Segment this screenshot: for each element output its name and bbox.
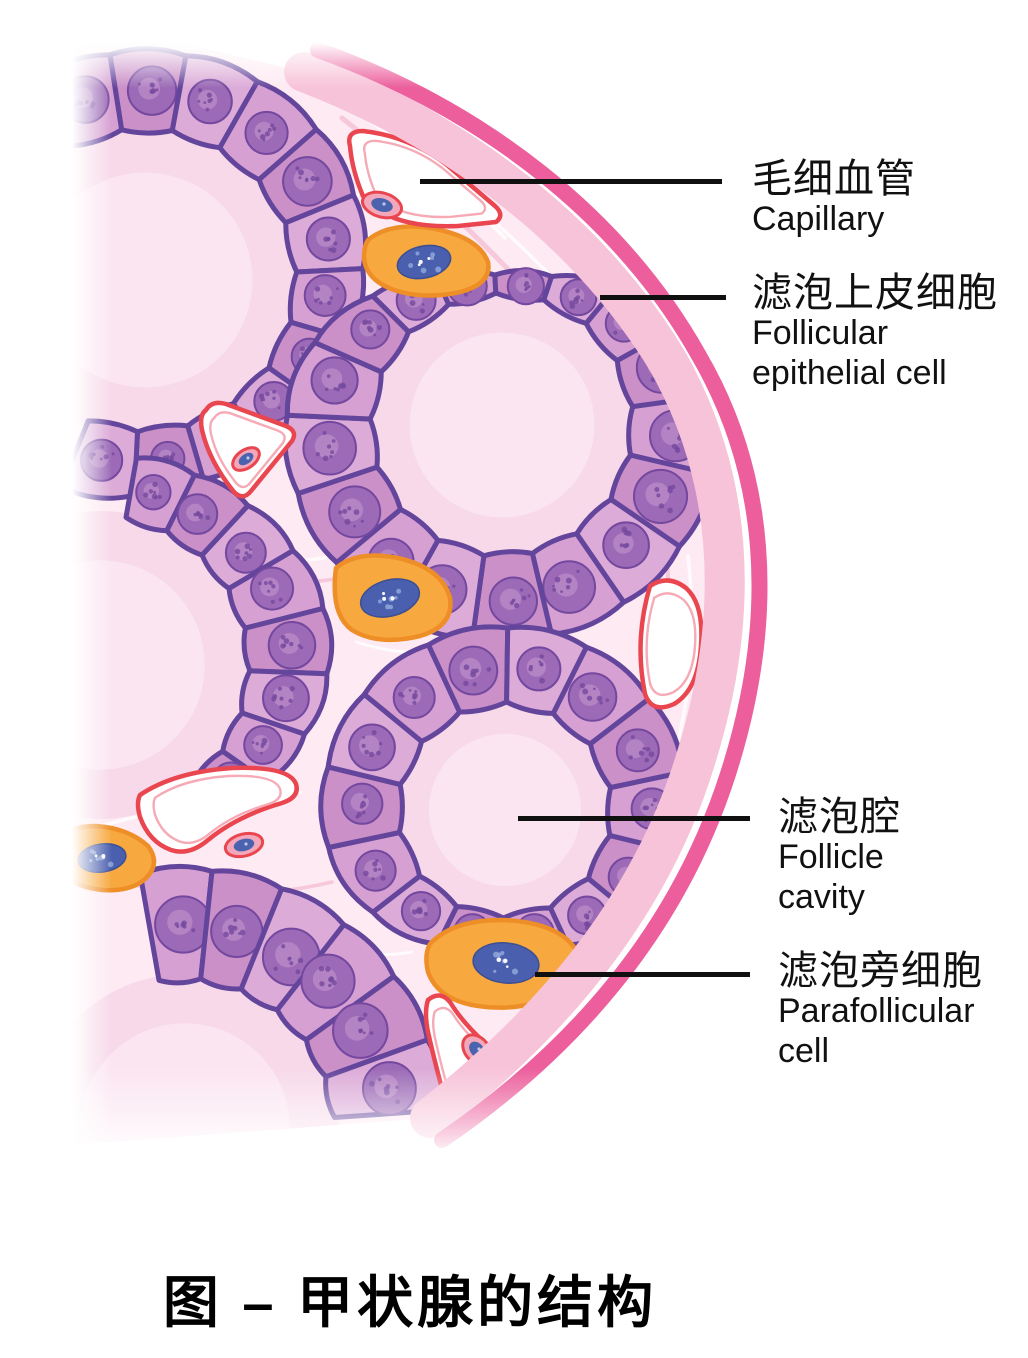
- parafollicular-cell-2: [332, 553, 453, 643]
- fade-top: [0, 42, 1028, 88]
- label-line-parafollicular: [535, 972, 750, 977]
- capillary-3: [638, 578, 704, 710]
- parafollicular-cell-1: [361, 224, 491, 298]
- label-cavity-en-line2: cavity: [778, 877, 865, 916]
- fade-top-solid: [0, 0, 1028, 42]
- label-line-capillary: [420, 179, 722, 184]
- capsule-outer-edge: [310, 42, 768, 1148]
- fade-left-solid: [0, 0, 72, 1200]
- label-capillary-zh: 毛细血管: [752, 157, 916, 201]
- capillary-2: [198, 400, 297, 499]
- label-follicular-epithelial-cell: 滤泡上皮细胞 Follicular epithelial cell: [752, 272, 998, 394]
- label-parafollicular-cell: 滤泡旁细胞 Parafollicular cell: [778, 950, 983, 1072]
- fade-bottom-solid: [0, 1158, 1028, 1200]
- tissue-section: [0, 34, 725, 1150]
- thyroid-illustration: [0, 0, 1028, 1200]
- fade-bottom: [0, 1068, 1028, 1160]
- label-capillary-en: Capillary: [752, 200, 916, 240]
- label-follicular-en-line1: Follicular: [752, 314, 889, 352]
- label-cavity-zh: 滤泡腔: [778, 795, 901, 839]
- label-capillary: 毛细血管 Capillary: [752, 158, 916, 240]
- capsule-inner-band: [284, 52, 745, 1138]
- parafollicular-nucleus: [472, 942, 540, 984]
- label-capillary-en-line1: Capillary: [752, 200, 885, 238]
- label-parafollicular-en: Parafollicular cell: [778, 992, 983, 1072]
- label-follicle-cavity: 滤泡腔 Follicle cavity: [778, 796, 901, 918]
- edge-fades: [0, 0, 1028, 1200]
- label-follicular-en: Follicular epithelial cell: [752, 314, 998, 394]
- endothelial-nucleus: [371, 197, 393, 213]
- label-parafollicular-zh: 滤泡旁细胞: [778, 949, 983, 993]
- endothelial-nucleus: [238, 452, 254, 466]
- label-follicular-zh: 滤泡上皮细胞: [752, 271, 998, 315]
- label-parafollicular-en-line2: cell: [778, 1031, 830, 1070]
- figure-title: 图 – 甲状腺的结构: [162, 1271, 658, 1334]
- label-cavity-en-line1: Follicle: [778, 838, 884, 876]
- label-cavity-en: Follicle cavity: [778, 838, 901, 918]
- capillary-1: [347, 128, 503, 229]
- fade-left: [72, 0, 112, 1200]
- thyroid-capsule: [284, 42, 768, 1148]
- capillary-4: [135, 765, 299, 859]
- parafollicular-cell-4: [424, 917, 582, 1010]
- label-follicular-en-line2: epithelial cell: [752, 353, 947, 392]
- endothelial-nucleus: [233, 838, 255, 852]
- label-line-follicular-cell: [600, 295, 726, 300]
- label-parafollicular-en-line1: Parafollicular: [778, 992, 975, 1030]
- label-line-follicle-cavity: [518, 816, 750, 821]
